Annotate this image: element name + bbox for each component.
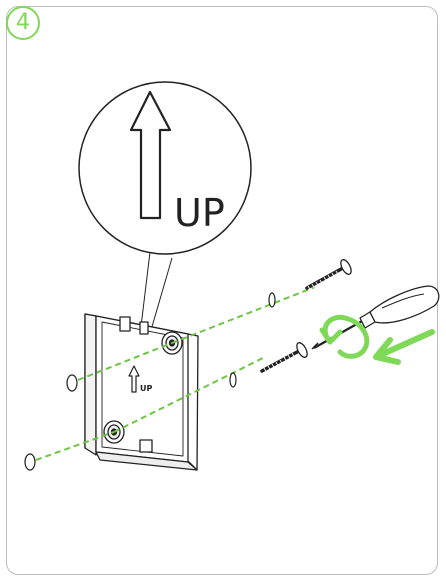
- step-number: 4: [16, 10, 30, 35]
- callout-up-label: UP: [174, 191, 225, 235]
- instruction-panel: [6, 6, 438, 575]
- magnifier-callout: UP: [78, 81, 252, 255]
- screwdriver-icon: [311, 285, 440, 350]
- wall-holes: [24, 374, 78, 471]
- screw-lower: [260, 342, 308, 374]
- wall-hole-lower: [24, 453, 36, 471]
- push-arrow-icon: [373, 329, 435, 365]
- washer-upper: [268, 292, 276, 308]
- washers: [229, 292, 276, 388]
- plate-up-arrow-icon: [128, 365, 140, 393]
- wall-hole-upper: [66, 374, 78, 392]
- screw-upper: [305, 259, 352, 292]
- mounting-plate: [84, 313, 199, 471]
- step-badge: 4: [6, 6, 40, 40]
- alignment-guides: [35, 286, 316, 461]
- washer-lower: [229, 372, 237, 388]
- plate-up-label: UP: [140, 384, 152, 393]
- rotate-arrow-icon: [319, 314, 370, 359]
- up-arrow-icon: [129, 90, 172, 220]
